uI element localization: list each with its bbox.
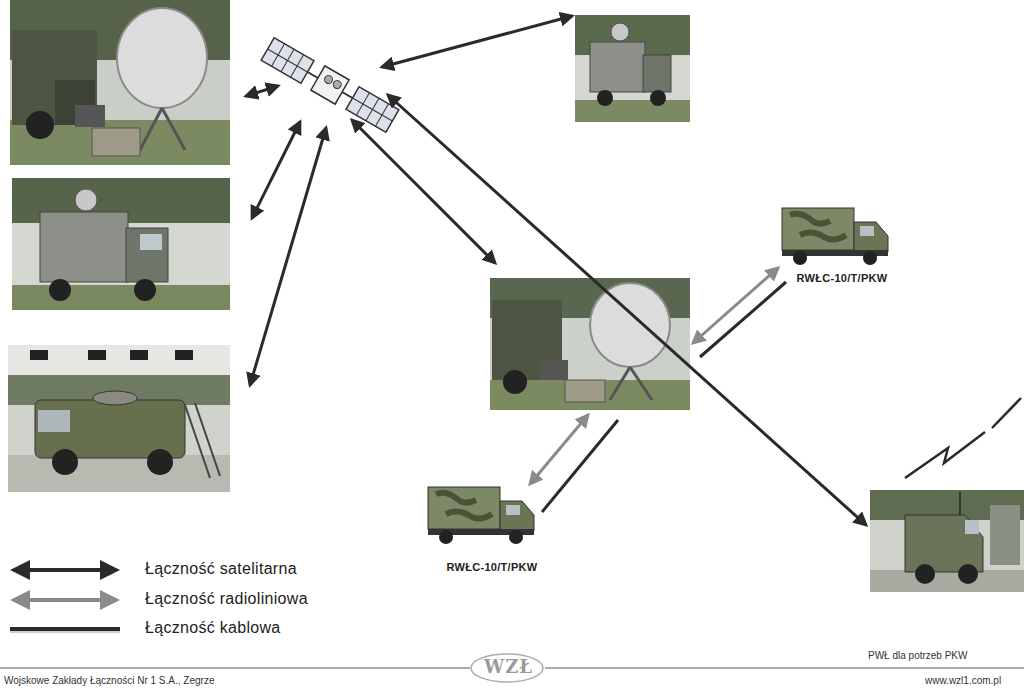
vehicle-node: RWŁC-10/T/PKW bbox=[791, 270, 893, 286]
photo-satellite-station bbox=[490, 278, 690, 410]
legend-sample bbox=[10, 570, 120, 632]
radio-bolt bbox=[905, 398, 1021, 478]
photo-truck bbox=[575, 15, 690, 122]
photo-vehicle bbox=[870, 490, 1024, 592]
legend-text: Łączność kablowa bbox=[145, 619, 281, 637]
photo-vehicle bbox=[8, 345, 230, 492]
caption-note: PWŁ dla potrzeb PKW bbox=[868, 650, 967, 661]
footer-url: www.wzl1.com.pl bbox=[925, 675, 1001, 686]
logo-text: WZŁ bbox=[484, 656, 533, 677]
photo-satellite-station bbox=[10, 0, 230, 165]
radio-link bbox=[530, 268, 778, 484]
legend-text: Łączność radioliniowa bbox=[145, 590, 308, 608]
satellite-link bbox=[246, 16, 866, 525]
satellite-icon bbox=[261, 37, 400, 133]
vehicle-label: RWŁC-10/T/PKW bbox=[445, 561, 539, 573]
footer-text: Wojskowe Zakłady Łączności Nr 1 S.A., Ze… bbox=[4, 675, 214, 686]
photo-truck bbox=[12, 178, 230, 310]
vehicle-node: RWŁC-10/T/PKW bbox=[441, 559, 543, 575]
vehicle-label: RWŁC-10/T/PKW bbox=[795, 272, 889, 284]
camouflage-truck bbox=[782, 208, 888, 265]
camouflage-truck bbox=[428, 487, 534, 544]
cable-link bbox=[542, 282, 786, 512]
legend-text: Łączność satelitarna bbox=[145, 560, 297, 578]
